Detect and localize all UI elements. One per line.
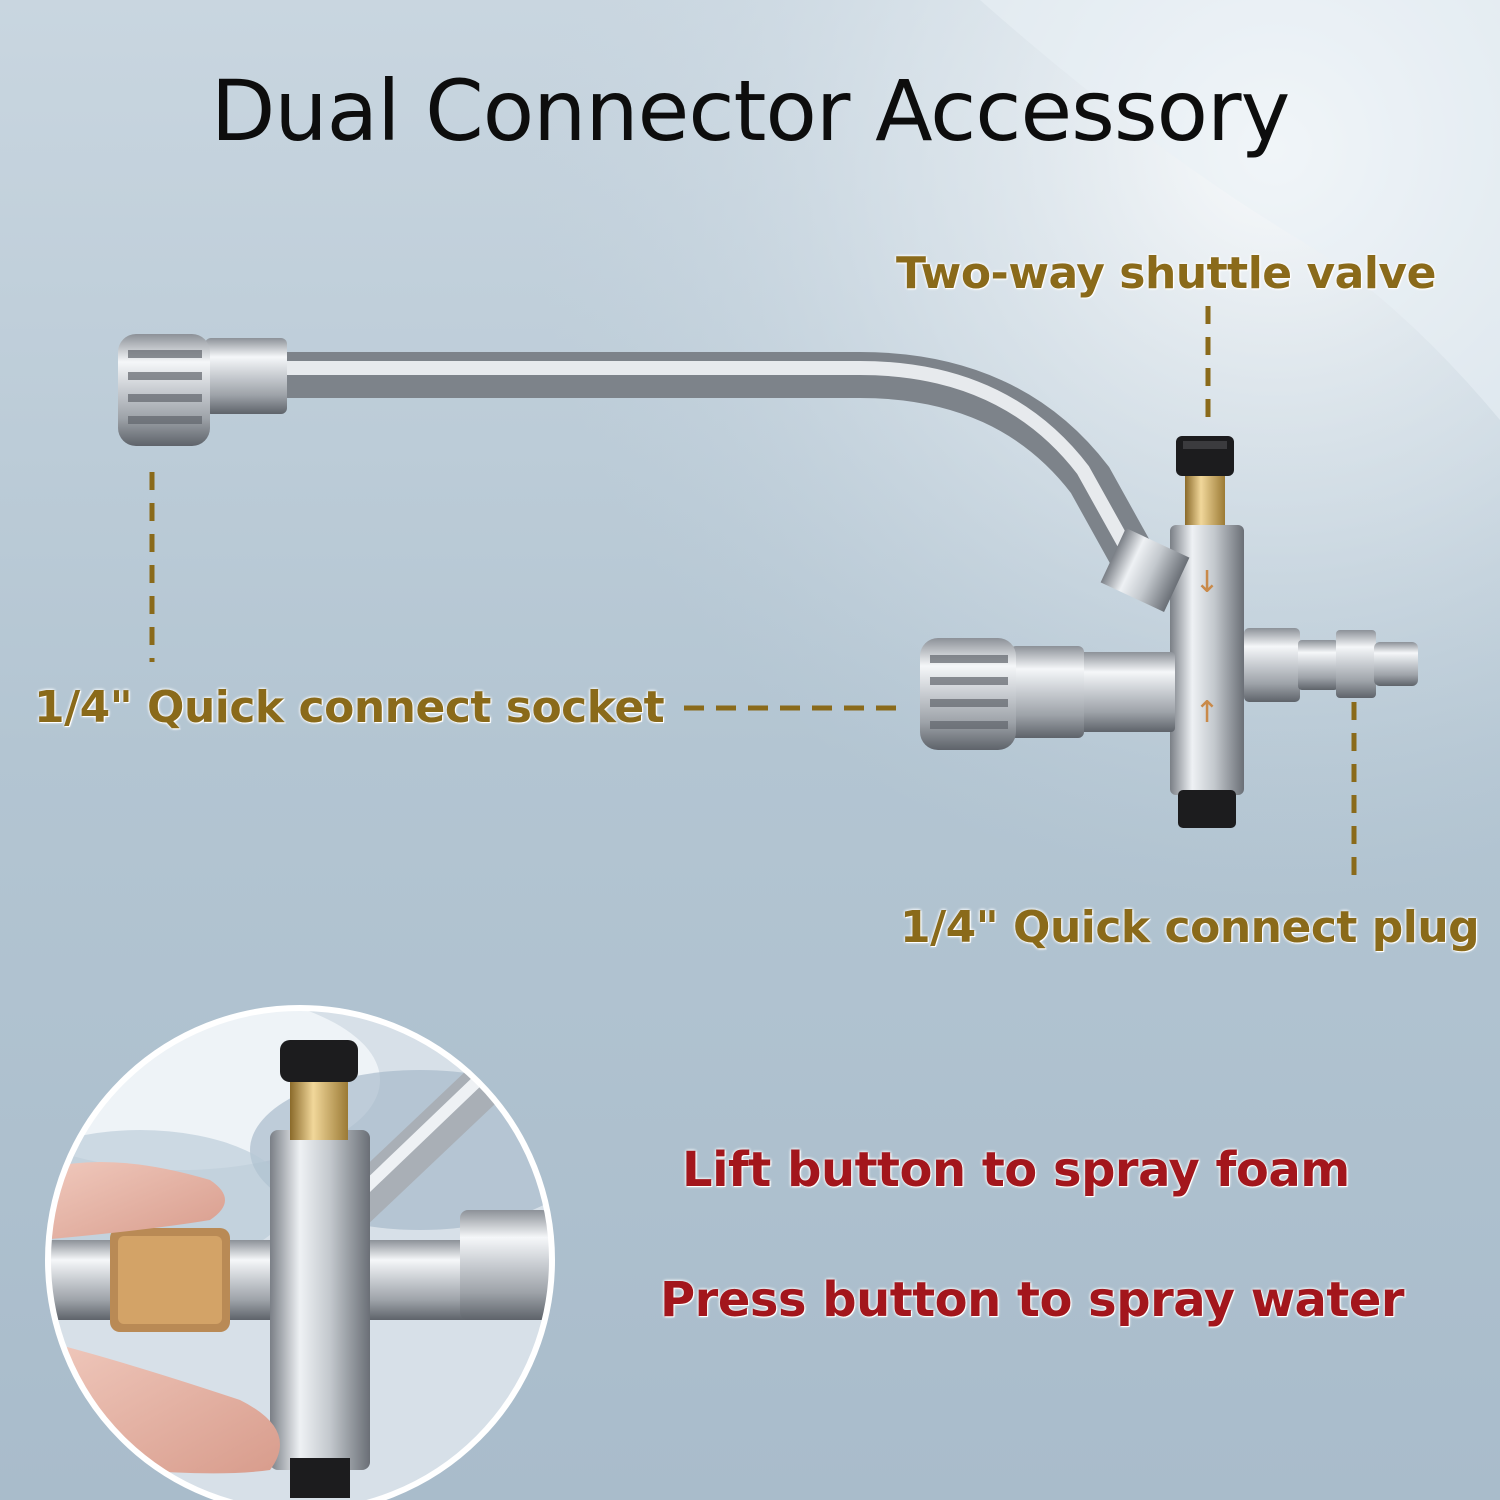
flow-arrow-down-icon: ↓ (1194, 565, 1219, 600)
label-quick-connect-plug: 1/4" Quick connect plug (900, 902, 1480, 953)
quick-connect-plug (1244, 628, 1418, 702)
label-shuttle-valve: Two-way shuttle valve (896, 248, 1436, 299)
instruction-foam: Lift button to spray foam (682, 1142, 1350, 1198)
label-quick-connect-socket: 1/4" Quick connect socket (34, 682, 665, 733)
shuttle-valve-body: ↓ ↑ (1100, 436, 1244, 828)
flow-arrow-up-icon: ↑ (1194, 695, 1219, 730)
quick-connect-socket (920, 638, 1175, 750)
page-title: Dual Connector Accessory (210, 62, 1291, 160)
instruction-water: Press button to spray water (660, 1272, 1405, 1328)
pipe-inlet-socket (118, 334, 287, 446)
